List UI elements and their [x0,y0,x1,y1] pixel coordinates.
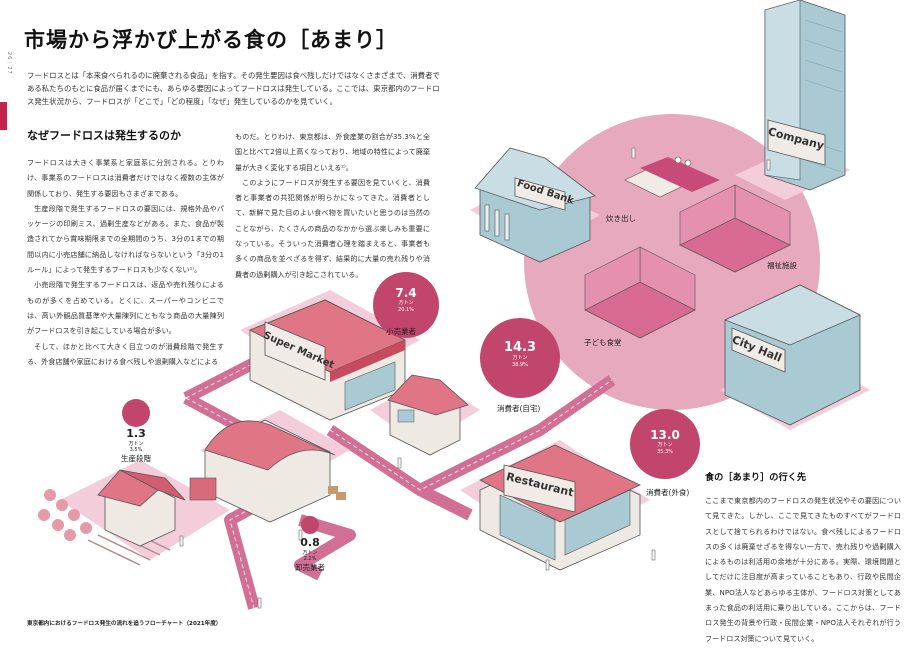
city-hall [723,284,861,426]
dining-value: 13.0 [650,428,680,442]
dining-pct: 35.3% [657,449,673,455]
page-number: 26｜27 [6,52,12,75]
kids-cafeteria-room [584,246,696,339]
wholesale-unit: 万トン [302,550,318,556]
home-value: 14.3 [503,340,537,355]
wholesale-dot [301,516,319,534]
home-pct: 38.9% [512,362,528,368]
retail-stage-badge: 7.4 万トン 20.1% [373,272,439,338]
paragraph: 小売段階で発生するフードロスは、返品や売れ残りによるものが多くを占めている。とく… [27,280,224,336]
paragraph: ものだ。とりわけ、東京都は、外食産業の割合が35.3%と全国と比べて2倍以上高く… [235,132,430,172]
production-label: 生産段階 [121,454,151,463]
welfare-label: 福祉施設 [767,261,797,270]
retail-unit: 万トン [398,300,414,306]
soup-kitchen-label: 炊き出し [606,214,636,223]
figure-caption: 東京都内におけるフードロス発生の流れを追うフローチャート（2021年度） [27,621,222,627]
retail-pct: 20.1% [398,307,414,313]
dining-label: 消費者(外食) [646,488,690,497]
wholesale-label: 卸売業者 [295,563,325,572]
body-column-2: ものだ。とりわけ、東京都は、外食産業の割合が35.3%と全国と比べて2倍以上高く… [235,129,430,282]
body-column-1: フードロスは大きく事業系と家庭系に分別される。とりわけ、事業系のフードロスは消費… [27,155,224,369]
production-value: 1.3 [126,427,146,440]
section-heading-2: 食の［あまり］の行く先 [705,472,807,483]
supermarket [249,299,406,421]
wholesale-value: 0.8 [300,536,320,549]
dining-unit: 万トン [657,442,673,448]
intro-text: フードロスとは「本来食べられるのに廃棄される食品」を指す。その発生要因は食べ残し… [27,71,440,107]
company-tower [764,0,846,191]
wholesale-pct: 2.2% [303,556,317,562]
farmhouse [97,469,186,547]
paragraph: フードロスは大きく事業系と家庭系に分別される。とりわけ、事業系のフードロスは消費… [27,158,224,198]
welfare-room [679,184,791,273]
paragraph: 生産段階で発生するフードロスの要因には、規格外品やパッケージの印刷ミス、過剰生産… [27,203,224,275]
restaurant [479,444,641,571]
food-bank [474,147,596,263]
dining-stage-badge: 13.0 万トン 35.3% [630,409,700,479]
soup-kitchen-scene [624,156,720,198]
production-stat: 1.3 万トン 3.5% 生産段階 [108,427,164,464]
production-pct: 3.5% [129,447,143,453]
section-heading: なぜフードロスは発生するのか [27,129,181,142]
home-unit: 万トン [512,355,528,361]
retail-value: 7.4 [395,286,417,300]
section-marker [0,102,7,130]
retail-label: 小売業者 [386,327,416,336]
production-dot [122,399,150,427]
paragraph: このようにフードロスが発生する要因を見ていくと、消費者と事業者の共犯関係が明らか… [235,177,430,279]
kids-cafeteria-label: 子ども食堂 [584,338,622,347]
people [179,147,771,609]
production-unit: 万トン [128,441,144,447]
farm-trees [38,489,92,541]
wholesale-warehouse [189,419,346,523]
paragraph: そして、ほかと比べて大きく目立つのが消費段階で発生する、外食店舗や家庭における食… [27,341,224,366]
page-title: 市場から浮かび上がる食の［あまり］ [24,28,398,52]
wholesale-stat: 0.8 万トン 2.2% 卸売業者 [282,536,338,573]
body-column-3: ここまで東京都内のフードロスの発生状況やその要因について見てきた。しかし、ここで… [705,496,901,643]
home-label: 消費者(自宅) [497,404,541,413]
house [387,374,469,456]
home-stage-badge: 14.3 万トン 38.9% [480,318,560,398]
